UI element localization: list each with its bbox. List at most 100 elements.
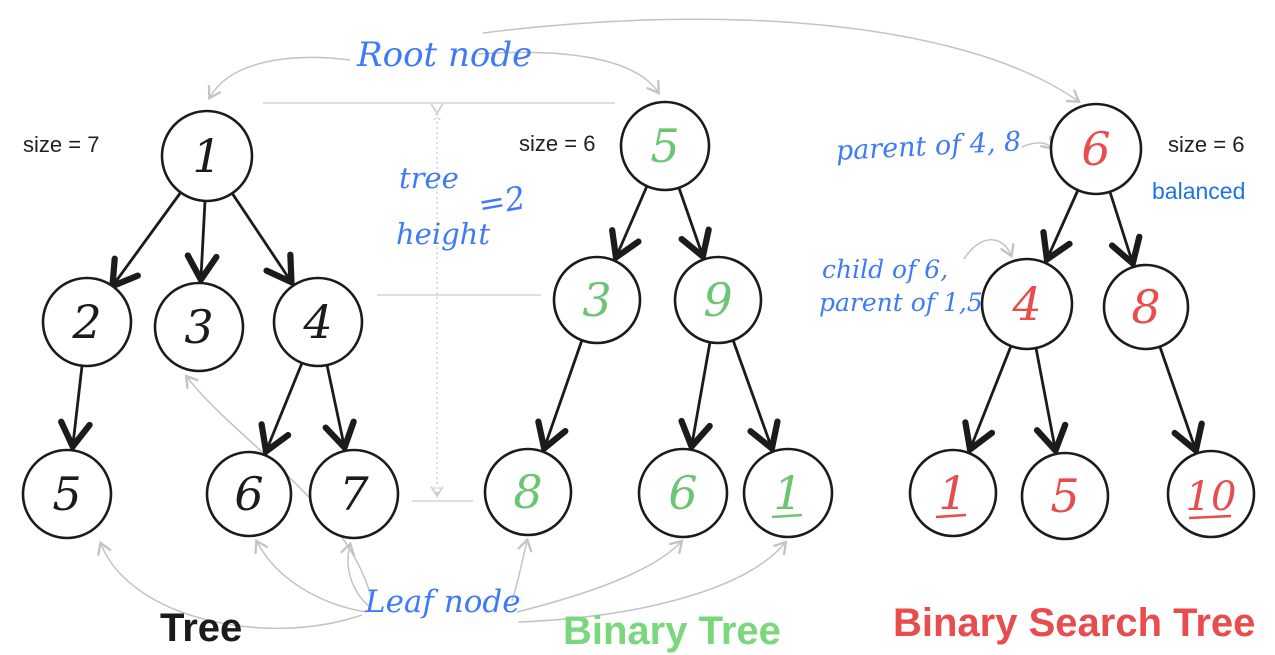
curved-arrow-to-tree-root-icon [207,56,351,101]
node-circle [21,448,113,540]
arrow-parent-of-icon [1021,135,1055,151]
node-value: 5 [52,467,81,521]
node-value: 6 [668,466,697,520]
node-value: 3 [184,300,213,354]
edge-4-5 [1033,347,1069,457]
node-value: 8 [513,465,542,519]
digit-underline [935,513,967,519]
edge-1-2 [108,191,183,291]
tree-height-value: =2 [475,178,528,224]
bst-node-8: 8 [1102,263,1190,351]
edge-4-1 [962,345,1013,455]
node-circle [160,109,254,203]
node-circle [980,257,1074,351]
tree-title: Tree [160,606,242,650]
bst-node-6: 6 [1049,102,1143,196]
bst-size-label: size = 6 [1168,132,1244,157]
edge-9-1 [731,339,781,455]
node-circle [742,447,834,539]
edge-6-4 [1040,189,1080,265]
node-value: 1 [773,466,802,520]
binary-tree-node-5: 5 [619,100,711,192]
binary-tree-size-label: size = 6 [519,131,595,156]
binary-tree-node-8: 8 [483,447,573,537]
curved-arrow-to-leaf6-icon [254,538,367,613]
root-node-label: Root node [356,35,532,75]
node-circle [637,447,729,539]
bst-nodes: 6 4 8 1 5 10 [908,102,1256,541]
node-value: 2 [71,295,101,349]
curved-arrow-to-leaf8-icon [511,537,533,602]
curved-arrow-to-leaf6b-icon [516,539,684,613]
node-value: 7 [339,467,369,521]
node-value: 4 [302,295,332,349]
edge-4-7 [322,364,357,454]
node-value: 3 [582,273,611,327]
edge-5-3 [609,185,649,263]
tree-node-6: 6 [205,450,293,538]
node-circle [308,448,400,540]
edge-4-6 [258,362,304,457]
bst-edges [962,189,1205,457]
node-circle [552,255,642,345]
tree-node-5: 5 [21,448,113,540]
binary-tree-node-1: 1 [742,447,834,539]
node-circle [1166,449,1256,539]
bst-node-4: 4 [980,257,1074,351]
node-circle [1102,263,1190,351]
child-of-label-line2: parent of 1,5 [819,288,983,317]
node-value: 1 [192,129,221,183]
node-value: 4 [1011,277,1041,331]
tree-size-label: size = 7 [23,132,99,157]
node-circle [41,276,133,368]
tree-height-label-word1: tree [399,161,459,195]
node-circle [272,276,364,368]
node-value: 9 [703,273,732,327]
edge-5-9 [677,187,712,263]
tree-node-3: 3 [153,281,245,373]
node-circle [205,450,293,538]
curved-arrow-to-binarytree-root-icon [477,51,660,95]
edge-1-3 [184,200,220,286]
node-circle [1020,451,1110,541]
node-circle [619,100,711,192]
edge-6-8 [1108,191,1143,270]
tree-height-label-word2: height [396,217,490,251]
node-circle [908,448,998,538]
node-value: 6 [234,467,263,521]
bst-node-5: 5 [1020,451,1110,541]
binary-tree-node-9: 9 [673,255,763,345]
root-node-arrows [207,18,1081,103]
binary-tree-title: Binary Tree [563,609,781,653]
binary-tree-edges [535,185,781,455]
node-value: 1 [938,466,967,520]
node-circle [673,255,763,345]
node-value: 5 [1050,469,1079,523]
curved-arrow-to-leaf1-icon [517,540,788,623]
balanced-label: balanced [1152,178,1245,204]
tree-node-7: 7 [308,448,400,540]
curved-arrow-to-leaf7-icon [340,541,371,608]
tree-edges [58,191,357,457]
leaf-node-label: Leaf node [364,584,521,620]
digit-underline [771,513,803,519]
node-value: 5 [650,119,679,173]
bst-title: Binary Search Tree [893,601,1255,645]
curved-arrow-to-leaf5-icon [97,540,363,630]
node-circle [1049,102,1143,196]
binary-tree-nodes: 5 3 9 8 6 1 [483,100,834,539]
height-guides [263,102,615,502]
edge-2-5 [58,365,93,453]
edge-9-6 [678,341,713,453]
node-value: 6 [1081,122,1110,176]
bst-node-1: 1 [908,448,998,538]
edge-1-4 [230,192,295,288]
arrow-child-of-icon [963,239,1015,260]
binary-tree-node-6: 6 [637,447,729,539]
curved-arrow-to-bst-root-icon [482,18,1081,103]
node-circle [483,447,573,537]
edge-8-10 [1158,346,1205,457]
bst-node-10: 10 [1166,449,1256,539]
tree-node-2: 2 [41,276,133,368]
